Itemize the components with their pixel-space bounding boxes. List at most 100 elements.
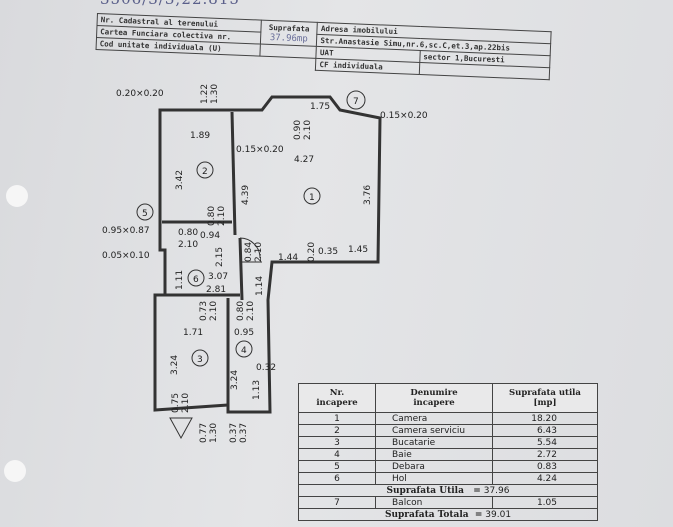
room-area: 5.54 — [492, 436, 598, 449]
punch-hole — [4, 460, 26, 482]
room-nr: 5 — [298, 460, 376, 473]
room-name: Balcon — [375, 496, 493, 509]
dimension-label: 3.42 — [175, 170, 185, 190]
room-nr: 7 — [298, 496, 376, 509]
room-area: 2.72 — [492, 448, 598, 461]
dimension-label: 4.39 — [241, 185, 251, 205]
room-nr: 3 — [298, 436, 376, 449]
header-name: Denumire incapere — [375, 383, 493, 413]
dimension-label: 0.80 — [236, 301, 246, 321]
total-area-row: Suprafata Totala = 39.01 — [298, 508, 598, 521]
useful-area-row: Suprafata Utila = 37.96 — [298, 484, 598, 497]
dimension-label: 3.76 — [363, 185, 373, 205]
header-nr: Nr. incapere — [298, 383, 376, 413]
room-area: 1.05 — [492, 496, 598, 509]
room-numbers: 2 1 3 4 5 6 7 — [136, 90, 366, 367]
total-area-label: Suprafata Totala = — [384, 509, 483, 520]
dimension-label: 0.75 — [171, 393, 181, 413]
dimension-label: 2.10 — [209, 301, 219, 321]
door-arcs — [239, 237, 262, 263]
dimension-label: 1.45 — [348, 245, 368, 255]
dimension-labels: 0.20×0.20 1.22 1.30 1.89 3.42 1.75 0.90 … — [102, 84, 428, 443]
useful-area-label: Suprafata Utila = — [386, 485, 481, 496]
room-name: Camera serviciu — [375, 424, 493, 437]
dimension-label: 1.14 — [255, 276, 265, 296]
room-name: Bucatarie — [375, 436, 493, 449]
north-arrow-icon — [169, 417, 193, 440]
dimension-label: 2.10 — [181, 393, 191, 413]
room-area: 6.43 — [492, 424, 598, 437]
dimension-label: 2.10 — [178, 240, 198, 250]
walls — [153, 95, 382, 414]
room-number-5: 5 — [142, 209, 148, 219]
total-area-value: 39.01 — [485, 509, 512, 520]
dimension-label: 1.89 — [190, 131, 210, 141]
dimension-label: 2.10 — [254, 242, 264, 262]
dimension-label: 1.44 — [278, 253, 298, 263]
room-number-1: 1 — [309, 193, 315, 203]
room-number-4: 4 — [241, 346, 247, 356]
room-number-2: 2 — [202, 167, 208, 177]
room-name: Baie — [375, 448, 493, 461]
dimension-label: 0.77 — [199, 423, 209, 443]
dimension-label: 2.10 — [217, 206, 227, 226]
dimension-label: 0.73 — [199, 301, 209, 321]
dimension-label: 1.30 — [210, 84, 220, 104]
dimension-label: 0.35 — [318, 247, 338, 257]
dimension-label: 1.75 — [310, 102, 330, 112]
dimension-label: 0.37 — [229, 423, 239, 443]
dimension-label: 4.27 — [294, 155, 314, 165]
room-number-7: 7 — [353, 97, 359, 107]
dimension-label: 0.80 — [207, 206, 217, 226]
room-name: Debara — [375, 460, 493, 473]
dimension-label: 1.71 — [183, 328, 203, 338]
room-name: Hol — [375, 472, 493, 485]
room-area: 18.20 — [492, 412, 598, 425]
dimension-label: 1.13 — [252, 380, 262, 400]
room-nr: 4 — [298, 448, 376, 461]
rooms-table: Nr. incapere Denumire incapere Suprafata… — [298, 383, 598, 521]
dimension-label: 0.20 — [307, 242, 317, 262]
dimension-label: 0.80 — [178, 228, 198, 238]
dimension-label: 2.15 — [215, 247, 225, 267]
useful-area-value: 37.96 — [483, 485, 510, 496]
dimension-label: 2.10 — [246, 301, 256, 321]
room-nr: 2 — [298, 424, 376, 437]
dimension-label: 1.30 — [209, 423, 219, 443]
dimension-label: 0.90 — [293, 120, 303, 140]
room-name: Camera — [375, 412, 493, 425]
dimension-label: 0.37 — [239, 423, 249, 443]
dimension-label: 0.95×0.87 — [102, 226, 150, 236]
dimension-label: 2.10 — [303, 120, 313, 140]
handwritten-note: 3506/3/3;22.815 — [100, 0, 240, 8]
dimension-label: 0.95 — [234, 328, 254, 338]
dimension-label: 2.81 — [206, 285, 226, 295]
room-area: 4.24 — [492, 472, 598, 485]
dimension-label: 0.94 — [200, 231, 220, 241]
room-nr: 6 — [298, 472, 376, 485]
dimension-label: 3.07 — [208, 272, 228, 282]
dimension-label: 3.24 — [230, 370, 240, 390]
dimension-label: 3.24 — [170, 355, 180, 375]
punch-hole — [6, 185, 28, 207]
dimension-label: 0.15×0.20 — [236, 145, 284, 155]
dimension-label: 1.22 — [200, 84, 210, 104]
room-nr: 1 — [298, 412, 376, 425]
room-number-6: 6 — [193, 275, 199, 285]
dimension-label: 0.20×0.20 — [116, 89, 164, 99]
dimension-label: 0.84 — [244, 242, 254, 262]
dimension-label: 0.15×0.20 — [380, 111, 428, 121]
dimension-label: 0.05×0.10 — [102, 251, 150, 261]
dimension-label: 1.11 — [175, 270, 185, 290]
room-area: 0.83 — [492, 460, 598, 473]
room-number-3: 3 — [197, 355, 203, 365]
dimension-label: 0.32 — [256, 363, 276, 373]
